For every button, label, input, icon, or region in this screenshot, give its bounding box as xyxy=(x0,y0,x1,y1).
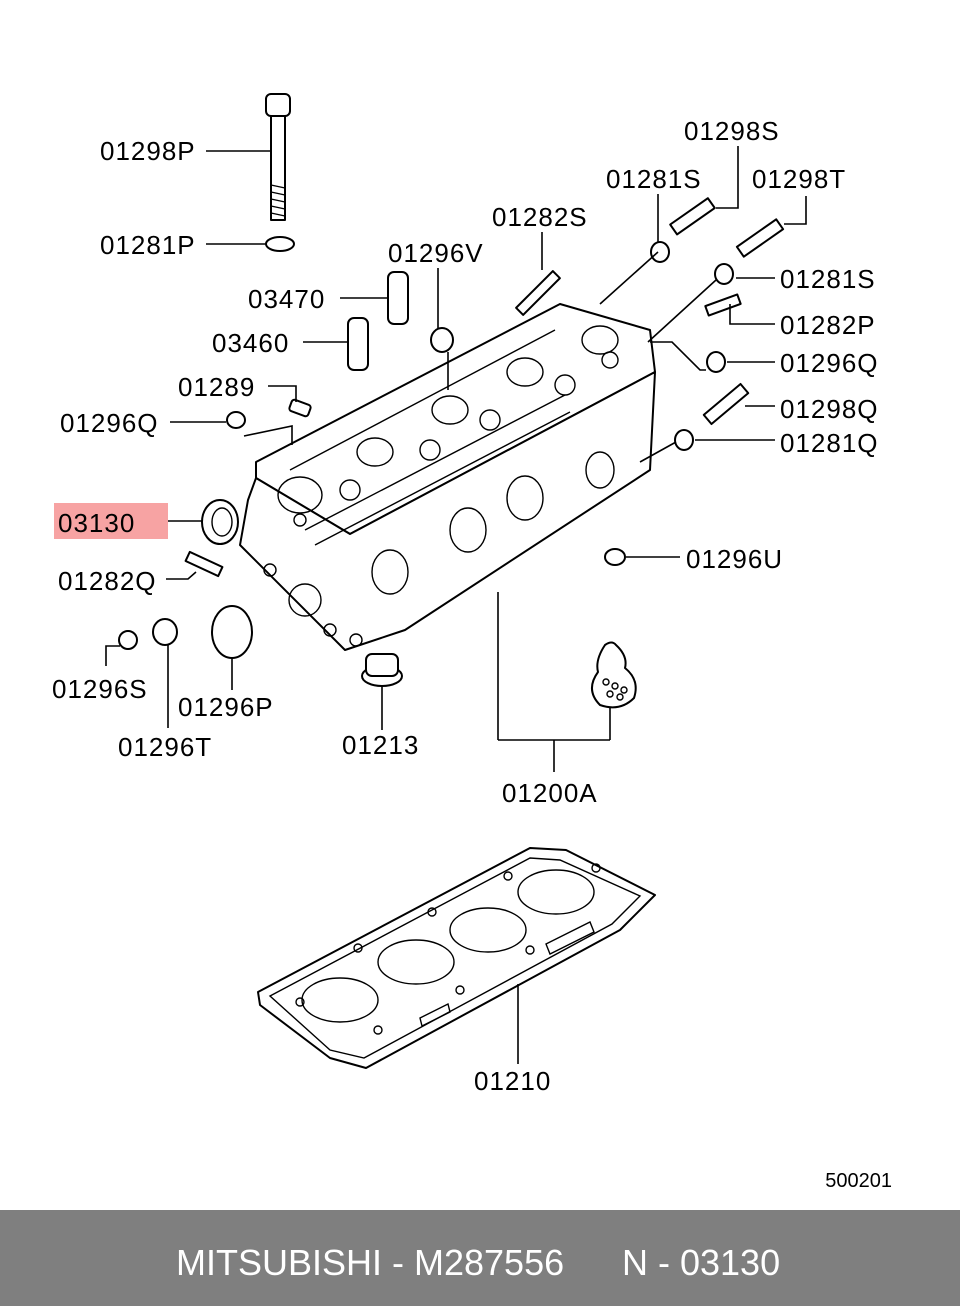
label-03460: 03460 xyxy=(212,328,289,358)
label-01213: 01213 xyxy=(342,730,419,760)
cylinder-head xyxy=(239,303,656,651)
label-01282P: 01282P xyxy=(780,310,876,340)
small-parts-bag xyxy=(591,641,637,709)
label-01298Q: 01298Q xyxy=(780,394,879,424)
label-01282Q: 01282Q xyxy=(58,566,157,596)
label-01298S: 01298S xyxy=(684,116,780,146)
label-01296P: 01296P xyxy=(178,692,274,722)
bolt-01298S xyxy=(669,197,716,236)
washer-01281P xyxy=(265,236,295,252)
label-01282S: 01282S xyxy=(492,202,588,232)
stud-01282Q xyxy=(184,550,224,578)
head-gasket-01210 xyxy=(257,847,656,1069)
bolt-01298P xyxy=(265,93,291,221)
footer-bar: MITSUBISHI - M287556 N - 03130 xyxy=(0,1210,960,1306)
label-01296S: 01296S xyxy=(52,674,148,704)
label-01281Q: 01281Q xyxy=(780,428,879,458)
diagram-reference-number: 500201 xyxy=(825,1170,892,1192)
plug-01296P xyxy=(211,605,253,659)
pin-01289 xyxy=(288,398,312,418)
label-01210: 01210 xyxy=(474,1066,551,1096)
plug-01296V xyxy=(430,327,454,353)
footer-code: N - 03130 xyxy=(622,1242,781,1283)
stud-01282S xyxy=(515,270,561,316)
leader-lines xyxy=(105,146,807,1064)
label-01281S-right: 01281S xyxy=(780,264,876,294)
label-01281S-top: 01281S xyxy=(606,164,702,194)
plug-01296S xyxy=(118,630,138,650)
label-01296U: 01296U xyxy=(686,544,783,574)
lifter-03460 xyxy=(347,317,369,371)
footer-brand-part: MITSUBISHI - M287556 xyxy=(176,1242,565,1283)
plug-01296U xyxy=(604,548,626,566)
bolt-01298Q xyxy=(702,382,750,426)
label-01298P: 01298P xyxy=(100,136,196,166)
label-03130: 03130 xyxy=(58,508,135,538)
parts-diagram: 01298P 01281P 03470 03460 01296V 01282S … xyxy=(52,93,879,1096)
label-01200A: 01200A xyxy=(502,778,598,808)
stud-01282P xyxy=(704,293,742,317)
lifter-03470 xyxy=(387,271,409,325)
plug-01296T xyxy=(152,618,178,646)
label-01296Q-right: 01296Q xyxy=(780,348,879,378)
washer-01281S-right xyxy=(714,263,734,285)
label-01296V: 01296V xyxy=(388,238,484,268)
label-01289: 01289 xyxy=(178,372,255,402)
seal-03130 xyxy=(201,499,239,545)
label-01296T: 01296T xyxy=(118,732,212,762)
bolt-01298T xyxy=(735,218,785,258)
plug-01296Q-left xyxy=(226,411,246,429)
label-01296Q-left: 01296Q xyxy=(60,408,159,438)
highlight-box xyxy=(54,503,168,539)
label-03470: 03470 xyxy=(248,284,325,314)
part-labels: 01298P 01281P 03470 03460 01296V 01282S … xyxy=(52,116,879,1096)
plug-01296Q-right xyxy=(706,351,726,373)
plug-01213 xyxy=(361,653,403,687)
label-01298T: 01298T xyxy=(752,164,846,194)
washer-01281Q xyxy=(674,429,694,451)
label-01281P: 01281P xyxy=(100,230,196,260)
washer-01281S-top xyxy=(650,241,670,263)
